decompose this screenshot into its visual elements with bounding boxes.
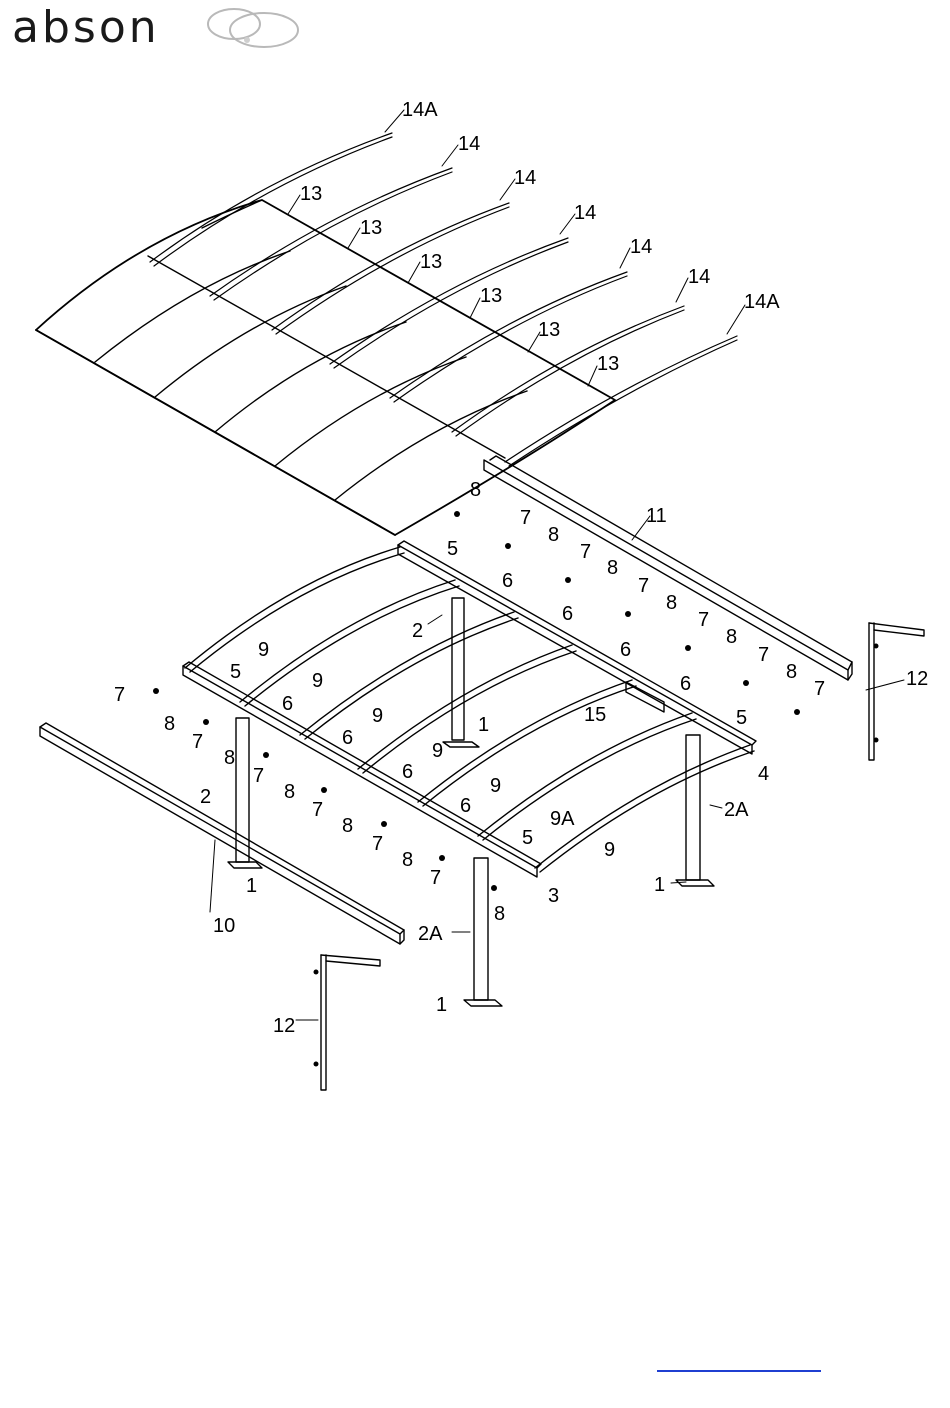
label-6b: 6 xyxy=(562,603,573,625)
label-1-front-right: 1 xyxy=(436,994,447,1016)
label-11: 11 xyxy=(646,505,667,527)
label-14-5: 14 xyxy=(688,266,710,288)
label-8c: 8 xyxy=(666,592,677,614)
label-5d: 5 xyxy=(522,827,533,849)
label-7k: 7 xyxy=(372,833,383,855)
label-6f: 6 xyxy=(342,727,353,749)
label-12-right: 12 xyxy=(906,668,928,690)
label-9c: 9 xyxy=(372,705,383,727)
label-7a: 7 xyxy=(520,507,531,529)
label-8e: 8 xyxy=(786,661,797,683)
label-2-front: 2 xyxy=(200,786,211,808)
label-14A-top: 14A xyxy=(402,99,438,121)
label-6e: 6 xyxy=(282,693,293,715)
label-2-back: 2 xyxy=(412,620,423,642)
label-8-top: 8 xyxy=(470,479,481,501)
label-15: 15 xyxy=(584,704,606,726)
label-7j: 7 xyxy=(312,799,323,821)
label-13-4: 13 xyxy=(480,285,502,307)
label-13-5: 13 xyxy=(538,319,560,341)
label-13-1: 13 xyxy=(300,183,322,205)
label-9A: 9A xyxy=(550,808,575,830)
label-7f: 7 xyxy=(814,678,825,700)
label-13-6: 13 xyxy=(597,353,619,375)
label-9f: 9 xyxy=(604,839,615,861)
label-2A-back: 2A xyxy=(724,799,749,821)
label-2A-front: 2A xyxy=(418,923,443,945)
label-14-2: 14 xyxy=(514,167,536,189)
label-14A-bottom: 14A xyxy=(744,291,780,313)
label-3: 3 xyxy=(548,885,559,907)
label-7c: 7 xyxy=(638,575,649,597)
label-1-back: 1 xyxy=(478,714,489,736)
label-8k: 8 xyxy=(402,849,413,871)
label-8d: 8 xyxy=(726,626,737,648)
part-labels: 14A 14 14 14 14 14 14A 13 13 13 13 13 13… xyxy=(114,99,928,1037)
label-12-left: 12 xyxy=(273,1015,295,1037)
label-13-3: 13 xyxy=(420,251,442,273)
label-7l: 7 xyxy=(430,867,441,889)
label-13-2: 13 xyxy=(360,217,382,239)
label-9a: 9 xyxy=(258,639,269,661)
label-1-front-left: 1 xyxy=(246,875,257,897)
label-8j: 8 xyxy=(342,815,353,837)
footer-link[interactable] xyxy=(657,1354,821,1372)
fasteners xyxy=(153,511,879,1067)
label-5c: 5 xyxy=(230,661,241,683)
label-7b: 7 xyxy=(580,541,591,563)
label-8a: 8 xyxy=(548,524,559,546)
label-7e: 7 xyxy=(758,644,769,666)
label-7i: 7 xyxy=(253,765,264,787)
label-6a: 6 xyxy=(502,570,513,592)
label-9d: 9 xyxy=(432,740,443,762)
label-4: 4 xyxy=(758,763,769,785)
label-6c: 6 xyxy=(620,639,631,661)
label-7h: 7 xyxy=(192,731,203,753)
label-6d: 6 xyxy=(680,673,691,695)
label-7d: 7 xyxy=(698,609,709,631)
label-14-3: 14 xyxy=(574,202,596,224)
label-8h: 8 xyxy=(224,747,235,769)
label-8g: 8 xyxy=(164,713,175,735)
label-14-1: 14 xyxy=(458,133,480,155)
label-8l: 8 xyxy=(494,903,505,925)
label-6g: 6 xyxy=(402,761,413,783)
label-14-4: 14 xyxy=(630,236,652,258)
label-7g: 7 xyxy=(114,684,125,706)
label-1-back-right: 1 xyxy=(654,874,665,896)
label-8i: 8 xyxy=(284,781,295,803)
back-beam xyxy=(484,456,852,680)
label-5b: 5 xyxy=(736,707,747,729)
label-9b: 9 xyxy=(312,670,323,692)
label-5a: 5 xyxy=(447,538,458,560)
label-8b: 8 xyxy=(607,557,618,579)
label-6h: 6 xyxy=(460,795,471,817)
label-10: 10 xyxy=(213,915,235,937)
roof-ribs xyxy=(150,133,737,466)
label-9e: 9 xyxy=(490,775,501,797)
